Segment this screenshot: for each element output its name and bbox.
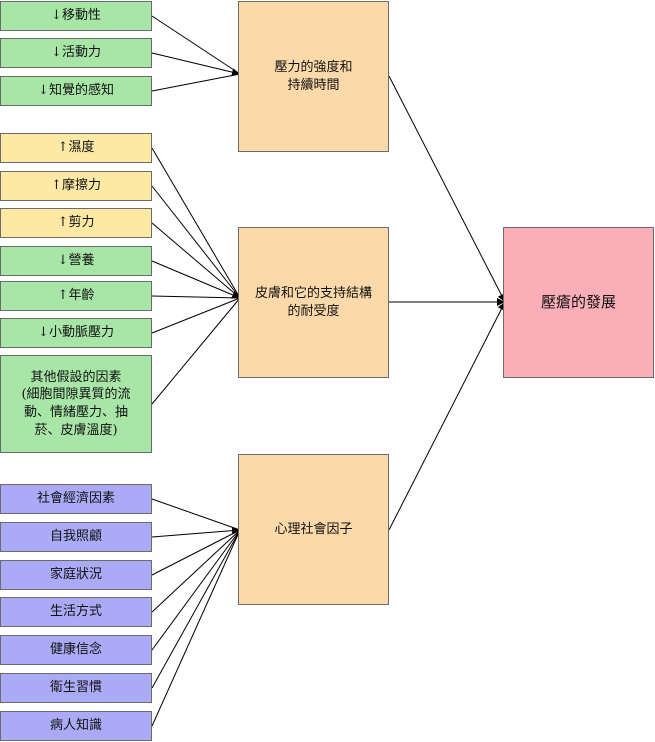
- factor-self-care: 自我照顧: [0, 522, 152, 552]
- factor-arteriolar-pressure: ↓小動脈壓力: [0, 318, 152, 348]
- connector-psychosocial-5: [151, 529, 241, 689]
- factor-socioeconomic: 社會經濟因素: [0, 484, 152, 514]
- factor-age: ↑年齡: [0, 281, 152, 311]
- factor-hygiene: 衛生習慣: [0, 673, 152, 703]
- connector-tolerance-5: [151, 297, 241, 334]
- factor-lifestyle: 生活方式: [0, 597, 152, 627]
- connector-psychosocial-0: [151, 498, 241, 531]
- connector-tolerance-4: [151, 295, 241, 299]
- connector-tolerance-2: [151, 222, 241, 299]
- connector-psychosocial-outcome: [388, 301, 506, 531]
- node-pressure-intensity-duration: 壓力的強度和 持續時間: [238, 1, 389, 152]
- factor-shear: ↑剪力: [0, 208, 152, 238]
- factor-moisture: ↑濕度: [0, 133, 152, 163]
- factor-friction: ↑摩擦力: [0, 171, 152, 201]
- factor-nutrition: ↓營養: [0, 246, 152, 276]
- connector-psychosocial-1: [151, 526, 241, 538]
- connector-tolerance-3: [151, 260, 241, 299]
- connector-tolerance-6: [151, 297, 241, 405]
- factor-sensory-perception: ↓知覺的感知: [0, 76, 152, 106]
- connector-pressure-2: [151, 73, 241, 92]
- factor-activity: ↓活動力: [0, 38, 152, 68]
- node-pressure-ulcer-development: 壓瘡的發展: [503, 227, 654, 378]
- node-psychosocial-factors: 心理社會因子: [238, 454, 389, 605]
- connector-psychosocial-2: [151, 529, 241, 576]
- connector-tolerance-0: [151, 147, 241, 299]
- node-tissue-tolerance: 皮膚和它的支持結構 的耐受度: [238, 227, 389, 378]
- connector-psychosocial-4: [151, 529, 241, 651]
- connector-tolerance-1: [151, 185, 241, 299]
- connector-pressure-0: [151, 15, 241, 75]
- connector-pressure-1: [151, 52, 241, 77]
- factor-health-belief: 健康信念: [0, 635, 152, 665]
- connector-pressure-outcome: [388, 75, 506, 303]
- factor-patient-knowledge: 病人知識: [0, 711, 152, 741]
- factor-other-hypothetical: 其他假設的因素 (細胞間隙異質的流 動、情緒壓力、抽 菸、皮膚溫度): [0, 355, 152, 453]
- connector-psychosocial-3: [151, 529, 241, 613]
- connector-psychosocial-6: [151, 529, 241, 727]
- factor-family-status: 家庭狀況: [0, 560, 152, 590]
- factor-mobility: ↓移動性: [0, 1, 152, 31]
